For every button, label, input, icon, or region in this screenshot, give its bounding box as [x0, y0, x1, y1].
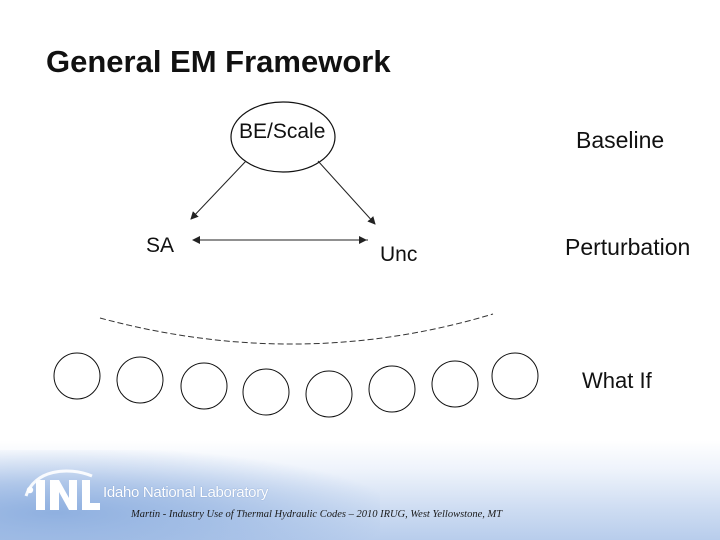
logo-text: Idaho National Laboratory	[103, 484, 269, 501]
what-if-circle	[116, 356, 164, 404]
be-scale-node	[230, 101, 336, 173]
what-if-circle	[242, 368, 290, 416]
arrow-be-to-sa	[190, 160, 247, 220]
what-if-circle	[431, 360, 479, 408]
what-if-circle	[491, 352, 539, 400]
what-if-label: What If	[582, 368, 652, 393]
unc-label: Unc	[380, 243, 418, 266]
what-if-circle	[305, 370, 353, 418]
sa-label: SA	[146, 234, 175, 257]
dashed-curve	[99, 313, 494, 345]
arrow-be-to-unc	[317, 160, 376, 225]
slide-title: General EM Framework	[46, 44, 391, 79]
what-if-circle	[368, 365, 416, 413]
inl-logo-icon	[24, 469, 100, 510]
footer-citation: Martin - Industry Use of Thermal Hydraul…	[131, 509, 503, 520]
what-if-circle	[180, 362, 228, 410]
be-scale-label: BE/Scale	[239, 120, 326, 143]
perturbation-label: Perturbation	[565, 234, 691, 260]
what-if-circle	[53, 352, 101, 400]
baseline-label: Baseline	[576, 127, 665, 153]
